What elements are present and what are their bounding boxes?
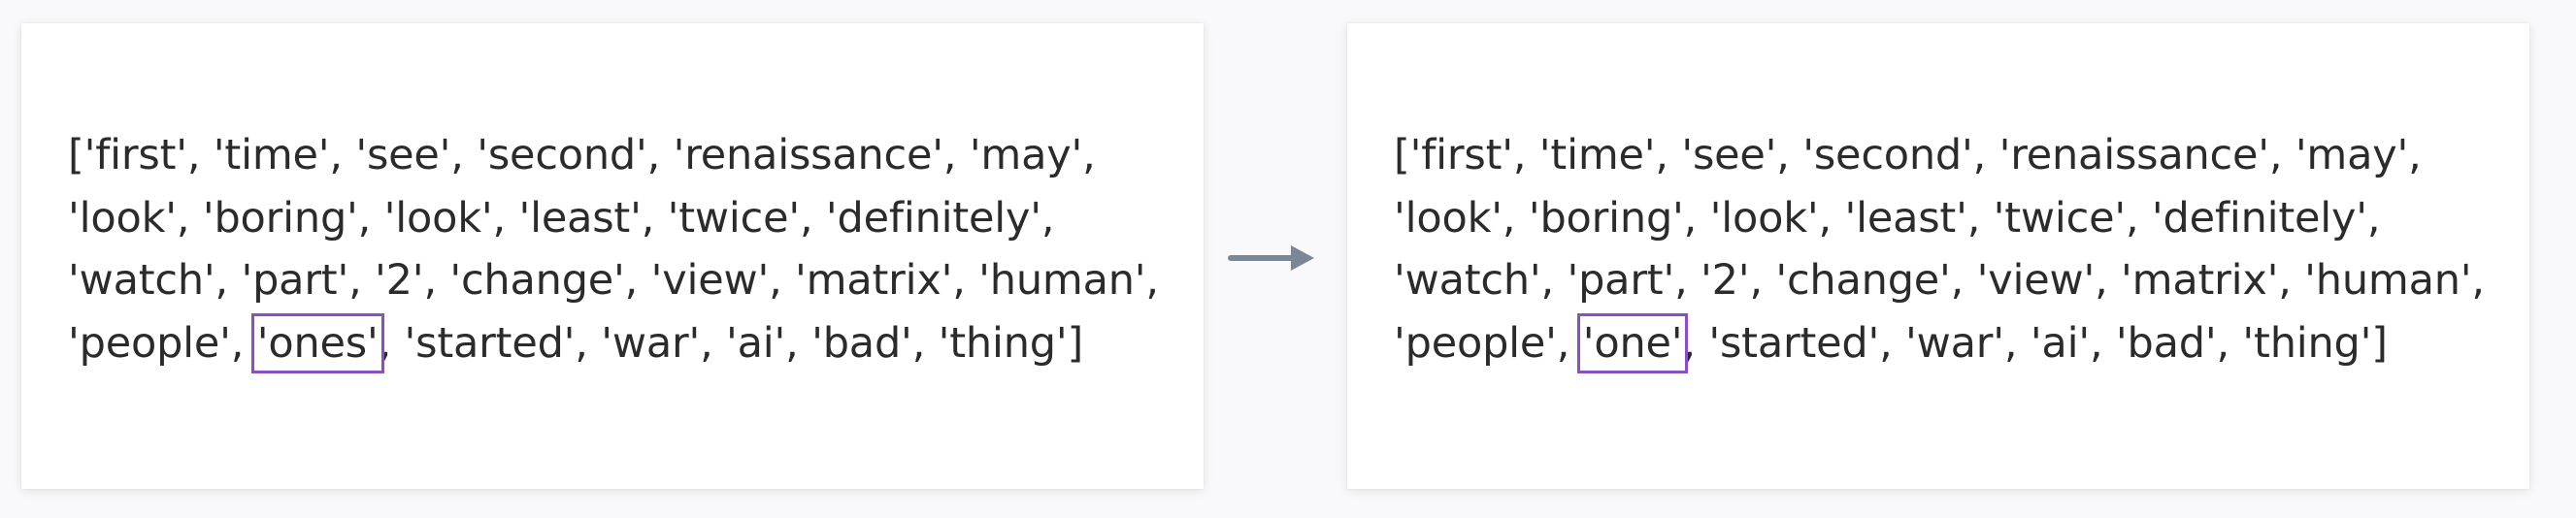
after-token: 'first' — [1409, 131, 1513, 179]
after-token: 'definitely' — [2151, 193, 2367, 243]
after-token: 'look' — [1709, 193, 1819, 243]
after-token: 'matrix' — [2121, 256, 2279, 305]
before-token: 'may' — [969, 131, 1083, 179]
after-token: '2' — [1701, 256, 1750, 305]
before-token: 'twice' — [667, 193, 801, 243]
before-token-list-card: ['first', 'time', 'see', 'second', 'rena… — [21, 23, 1204, 489]
before-token: 'human' — [978, 256, 1146, 305]
before-token: 'definitely' — [825, 193, 1041, 243]
before-token: 'part' — [241, 256, 349, 305]
before-token: 'thing' — [938, 318, 1068, 368]
after-highlighted-token: 'one' — [1576, 312, 1689, 373]
before-token: 'watch' — [68, 256, 215, 305]
before-token: 'started' — [404, 318, 576, 368]
after-token-list: ['first', 'time', 'see', 'second', 'rena… — [1394, 131, 2485, 373]
after-token: 'ai' — [2030, 318, 2090, 368]
after-token: 'view' — [1976, 256, 2096, 305]
before-token-list: ['first', 'time', 'see', 'second', 'rena… — [68, 131, 1159, 373]
after-token: 'bad' — [2115, 318, 2217, 368]
before-token: 'people' — [68, 318, 231, 368]
after-token: 'human' — [2304, 256, 2472, 305]
after-token: 'least' — [1844, 193, 1967, 243]
after-token: 'boring' — [1528, 193, 1684, 243]
after-token: 'time' — [1538, 131, 1656, 179]
after-token: 'people' — [1394, 318, 1557, 368]
before-token: 'change' — [449, 256, 625, 305]
after-token: 'twice' — [1993, 193, 2127, 243]
after-token: 'thing' — [2242, 318, 2372, 368]
before-token: 'bad' — [811, 318, 912, 368]
before-token: 'see' — [355, 131, 451, 179]
after-token: 'change' — [1775, 256, 1951, 305]
after-token: 'part' — [1567, 256, 1675, 305]
after-token: 'may' — [2295, 131, 2409, 179]
before-token: 'second' — [477, 131, 647, 179]
after-token-list-card: ['first', 'time', 'see', 'second', 'rena… — [1347, 23, 2529, 489]
before-token: 'renaissance' — [673, 131, 943, 179]
before-token: 'ai' — [726, 318, 786, 368]
before-highlighted-token: 'ones' — [250, 312, 384, 373]
after-token: 'watch' — [1394, 256, 1541, 305]
before-token: 'matrix' — [795, 256, 953, 305]
after-token: 'see' — [1681, 131, 1777, 179]
after-token: 'started' — [1708, 318, 1880, 368]
after-token: 'second' — [1802, 131, 1973, 179]
before-token: 'first' — [83, 131, 187, 179]
after-token: 'look' — [1394, 193, 1503, 243]
before-token: 'war' — [601, 318, 701, 368]
before-token: 'least' — [518, 193, 642, 243]
after-token: 'renaissance' — [1998, 131, 2269, 179]
before-token: '2' — [375, 256, 424, 305]
before-token: 'view' — [650, 256, 770, 305]
after-token: 'war' — [1905, 318, 2004, 368]
right-arrow-icon — [1228, 245, 1314, 271]
before-token: 'look' — [383, 193, 493, 243]
before-token: 'time' — [213, 131, 330, 179]
before-token: 'look' — [68, 193, 177, 243]
before-token: 'boring' — [202, 193, 358, 243]
